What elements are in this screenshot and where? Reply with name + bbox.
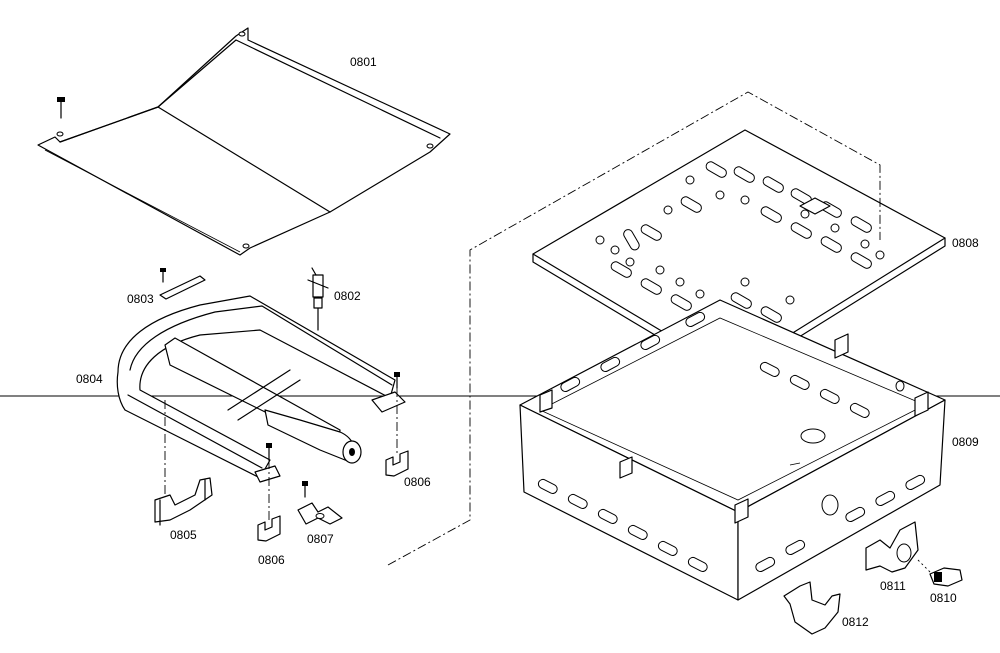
label-0807: 0807 [307, 532, 334, 546]
grate-holes [595, 161, 885, 350]
label-0802: 0802 [334, 289, 361, 303]
part-0807-clip [297, 502, 343, 525]
label-0806-lower: 0806 [258, 553, 285, 567]
part-0812-bracket [783, 581, 841, 635]
part-0806-bracket-lower [257, 515, 281, 542]
part-0805-bracket [154, 477, 213, 526]
label-0805: 0805 [170, 528, 197, 542]
label-0804: 0804 [76, 372, 103, 386]
part-labels: 0801 0802 0803 0804 0805 0806 0806 0807 … [76, 55, 979, 629]
label-0806-upper: 0806 [404, 475, 431, 489]
screw-set [266, 372, 400, 498]
label-0810: 0810 [930, 591, 957, 605]
part-0811-bracket [865, 521, 919, 573]
label-0812: 0812 [842, 615, 869, 629]
label-0803: 0803 [127, 292, 154, 306]
part-0806-bracket-upper [385, 450, 409, 477]
grate-align-line [387, 91, 881, 566]
part-0804-burner [116, 295, 406, 483]
firebox-slots [537, 311, 926, 573]
part-0808-grate [532, 129, 946, 381]
label-0808: 0808 [952, 236, 979, 250]
label-0801: 0801 [350, 55, 377, 69]
part-0809-firebox [519, 299, 946, 601]
part-0803-strap [159, 268, 206, 300]
label-0809: 0809 [952, 435, 979, 449]
part-0810-ignition-button [917, 559, 963, 587]
part-0801-heat-shield [37, 27, 451, 256]
part-0802-igniter [307, 267, 329, 331]
label-0811: 0811 [880, 579, 906, 593]
